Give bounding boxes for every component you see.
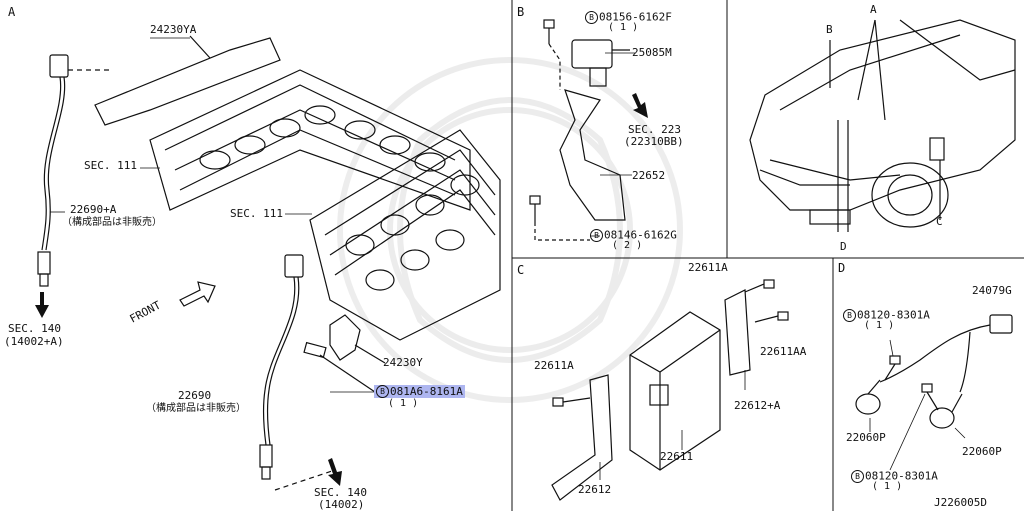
bolt-08156 xyxy=(543,19,561,90)
diagram-id: J226005D xyxy=(934,496,987,509)
bracket-24230Y xyxy=(303,314,386,393)
sec-ref-140-left: SEC. 140 xyxy=(8,322,61,335)
harness-24079G xyxy=(879,314,1013,393)
part-label-22611: 22611 xyxy=(660,450,694,463)
section-label-d: D xyxy=(838,261,846,275)
sec-ref-140-bottom: SEC. 140 xyxy=(314,486,367,499)
leader-lines-panel-a xyxy=(50,37,374,393)
part-label-22652: 22652 xyxy=(632,169,666,182)
bolt-symbol-icon: B xyxy=(851,470,864,483)
panel-dividers xyxy=(511,0,1024,511)
bracket-22652 xyxy=(559,89,626,221)
bolt-symbol-icon: B xyxy=(590,229,603,242)
part-label-22612: 22612 xyxy=(578,483,612,496)
sec-ref-140-left-code: (14002+A) xyxy=(4,335,64,348)
arrow-sec140-bottom xyxy=(328,458,342,486)
bolt-symbol-icon: B xyxy=(376,385,389,398)
section-label-c: C xyxy=(517,263,525,277)
ecm-22611 xyxy=(629,311,721,471)
sec-ref-111-lower: SEC. 111 xyxy=(230,207,283,220)
part-label-24230YA: 24230YA xyxy=(150,23,197,36)
bolts-08120 xyxy=(884,355,939,411)
part-label-22611AA: 22611AA xyxy=(760,345,807,358)
sec-ref-111-upper: SEC. 111 xyxy=(84,159,137,172)
bolt-symbol-icon: B xyxy=(843,309,856,322)
vehicle-overview xyxy=(749,19,1016,232)
arrow-sec140-left xyxy=(35,292,49,318)
knock-sensor-left xyxy=(855,379,881,415)
map-sensor-25085M xyxy=(571,39,630,87)
bracket-22612 xyxy=(551,374,613,501)
part-label-22611A-top: 22611A xyxy=(688,261,728,274)
part-label-24079G: 24079G xyxy=(972,284,1012,297)
part-label-22690: 22690 xyxy=(178,389,212,402)
sec-ref-140-bottom-code: (14002) xyxy=(318,498,365,511)
bolt-qty-08156: ( 1 ) xyxy=(608,22,639,33)
car-callout-c: C xyxy=(936,215,943,228)
leader-lines-panel-d xyxy=(869,339,966,471)
section-label-b: B xyxy=(517,5,525,19)
front-arrow xyxy=(179,281,216,307)
car-callout-b: B xyxy=(826,23,833,36)
engine-head-lower xyxy=(309,129,501,341)
part-label-22690A: 22690+A xyxy=(70,203,117,216)
arrow-sec223 xyxy=(632,93,648,118)
sec-ref-223: SEC. 223 xyxy=(628,123,681,136)
heat-shield-24230YA xyxy=(94,35,281,126)
sec-ref-223-code: (22310BB) xyxy=(624,135,684,148)
bolt-08146 xyxy=(529,195,590,241)
bolt-qty-081A6: ( 1 ) xyxy=(388,398,419,409)
bolts-22611A xyxy=(552,279,789,407)
leader-lines-panel-c xyxy=(599,370,746,480)
bolt-symbol-icon: B xyxy=(585,11,598,24)
part-label-22060P-left: 22060P xyxy=(846,431,886,444)
bolt-qty-08146: ( 2 ) xyxy=(612,240,643,251)
engine-head-upper xyxy=(149,69,471,211)
bracket-22612A xyxy=(724,289,751,376)
car-callout-d: D xyxy=(840,240,847,253)
part-label-22060P-right: 22060P xyxy=(962,445,1002,458)
part-label-24230Y: 24230Y xyxy=(383,356,423,369)
section-label-a: A xyxy=(8,5,16,19)
o2-sensor-22690A xyxy=(37,54,110,287)
note-not-sold-separately: （構成部品は非販売） xyxy=(146,403,246,414)
note-not-sold-separately-a: （構成部品は非販売） xyxy=(62,217,162,228)
car-callout-a: A xyxy=(870,3,877,16)
part-label-22612A: 22612+A xyxy=(734,399,781,412)
part-label-22611A-left: 22611A xyxy=(534,359,574,372)
knock-sensor-right xyxy=(929,393,963,429)
o2-sensor-22690 xyxy=(259,254,336,491)
watermark-emblem xyxy=(337,57,683,403)
bolt-qty-08120-bottom: ( 1 ) xyxy=(872,481,903,492)
part-label-25085M: 25085M xyxy=(632,46,672,59)
bolt-qty-08120-top: ( 1 ) xyxy=(864,320,895,331)
